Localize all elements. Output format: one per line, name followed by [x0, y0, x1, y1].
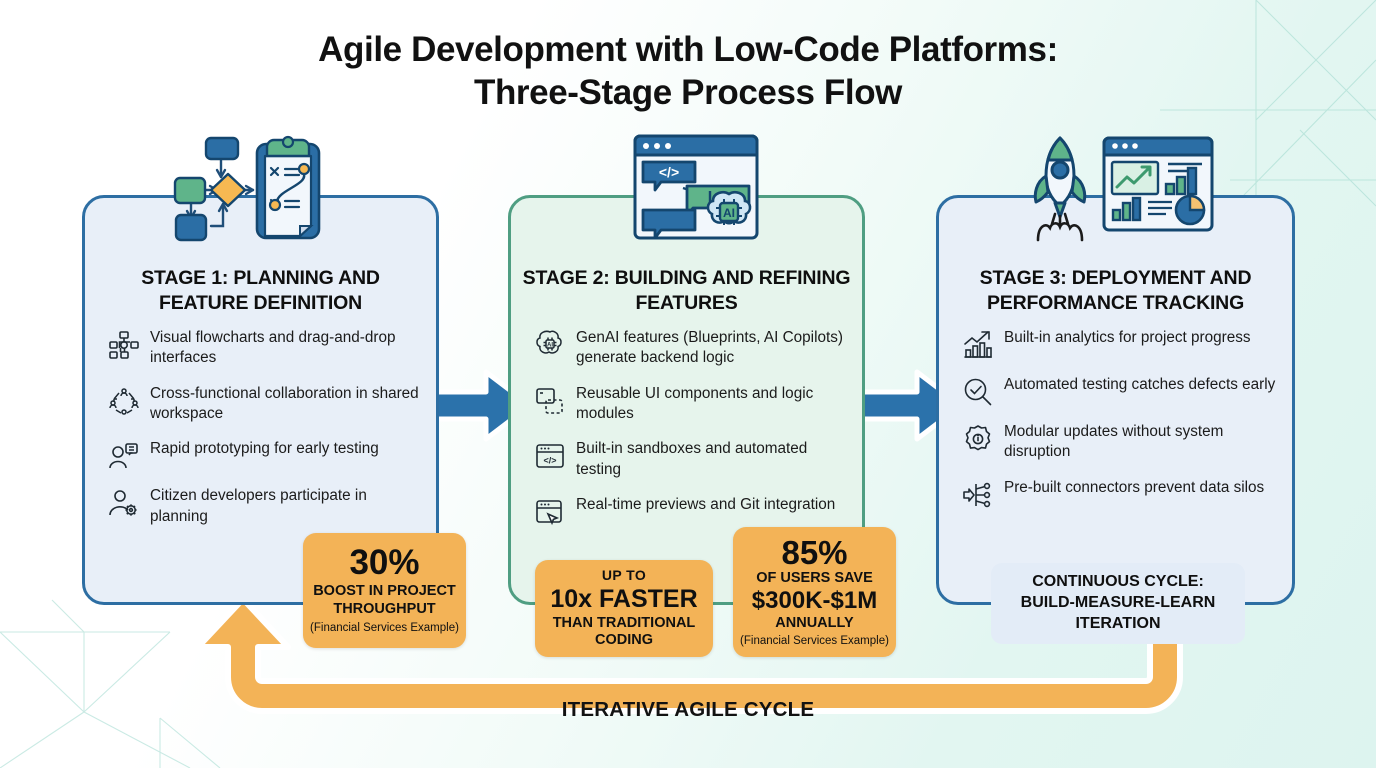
- list-item: Cross-functional collaboration in shared…: [109, 384, 420, 425]
- stat-period: ANNUALLY: [775, 614, 854, 631]
- stat-badge-throughput: 30% BOOST IN PROJECT THROUGHPUT (Financi…: [303, 533, 466, 648]
- code-window-ai-brain-icon: </> </> AI: [633, 134, 758, 240]
- list-item: AI GenAI features (Blueprints, AI Copilo…: [535, 328, 846, 369]
- list-item-label: Reusable UI components and logic modules: [576, 384, 814, 423]
- stage-1-panel[interactable]: STAGE 1: PLANNING AND FEATURE DEFINITION…: [82, 135, 439, 605]
- stat-badge-speed: UP TO 10x FASTER THAN TRADITIONAL CODING: [535, 560, 713, 657]
- org-chart-icon: [109, 331, 139, 359]
- preview-cursor-icon: [536, 500, 562, 526]
- stat-note: (Financial Services Example): [310, 621, 459, 634]
- analytics-chart-icon: [964, 331, 992, 358]
- list-item-label: Rapid prototyping for early testing: [150, 440, 379, 458]
- svg-text:</>: </>: [543, 456, 556, 466]
- stage-1-title: STAGE 1: PLANNING AND FEATURE DEFINITION: [141, 267, 380, 315]
- flowchart-clipboard-icon: [173, 135, 320, 242]
- stage-1-bullet-list: Visual flowcharts and drag-and-drop inte…: [109, 328, 420, 542]
- list-item-label: Automated testing catches defects early: [1004, 376, 1276, 393]
- collaboration-icon: [109, 387, 139, 415]
- stage-2-title: STAGE 2: BUILDING AND REFINING FEATURES: [522, 267, 851, 315]
- continuous-cycle-box: CONTINUOUS CYCLE: BUILD-MEASURE-LEARN IT…: [991, 563, 1245, 644]
- iterative-agile-cycle-arrow: [195, 596, 1183, 714]
- stage-2-panel[interactable]: </> </> AI STAGE 2: BUILDING AND REFININ…: [508, 134, 865, 605]
- page-title: Agile Development with Low-Code Platform…: [0, 28, 1376, 115]
- svg-text:AI: AI: [723, 206, 735, 220]
- list-item-label: Visual flowcharts and drag-and-drop inte…: [150, 329, 396, 367]
- stat-label: BOOST IN PROJECT THROUGHPUT: [313, 583, 456, 617]
- list-item: Modular updates without system disruptio…: [963, 422, 1276, 463]
- list-item: Automated testing catches defects early: [963, 375, 1276, 407]
- list-item: </> Built-in sandboxes and automated tes…: [535, 439, 846, 480]
- iterative-cycle-label: ITERATIVE AGILE CYCLE: [561, 698, 815, 721]
- list-item: Citizen developers participate in planni…: [109, 486, 420, 527]
- magnifier-check-icon: [964, 378, 992, 406]
- cycle-line-3: ITERATION: [1075, 614, 1161, 632]
- list-item-label: Pre-built connectors prevent data silos: [1004, 478, 1265, 496]
- list-item-label: GenAI features (Blueprints, AI Copilots)…: [576, 329, 843, 367]
- stat-value-amount: $300K-$1M: [751, 587, 878, 615]
- stat-label: THAN TRADITIONAL CODING: [552, 615, 696, 649]
- user-settings-icon: [109, 490, 137, 516]
- stat-value: 85%: [781, 533, 848, 571]
- list-item: Reusable UI components and logic modules: [535, 384, 846, 425]
- list-item: Pre-built connectors prevent data silos: [963, 478, 1276, 510]
- prototype-user-icon: [109, 443, 138, 469]
- list-item: Rapid prototyping for early testing: [109, 439, 420, 471]
- list-item: Visual flowcharts and drag-and-drop inte…: [109, 328, 420, 369]
- list-item-label: Built-in analytics for project progress: [1004, 329, 1251, 346]
- list-item-label: Cross-functional collaboration in shared…: [150, 384, 419, 423]
- list-item-label: Modular updates without system disruptio…: [1004, 423, 1224, 461]
- rocket-dashboard-icon: [1033, 136, 1213, 242]
- stage-2-bullet-list: AI GenAI features (Blueprints, AI Copilo…: [535, 328, 846, 542]
- stage-3-panel[interactable]: STAGE 3: DEPLOYMENT AND PERFORMANCE TRAC…: [936, 136, 1295, 605]
- cycle-line-1: CONTINUOUS CYCLE:: [1032, 573, 1204, 591]
- title-line-2: Three-Stage Process Flow: [473, 73, 903, 113]
- stat-badge-savings: 85% OF USERS SAVE $300K-$1M ANNUALLY (Fi…: [733, 527, 896, 657]
- stat-value: 30%: [349, 543, 420, 583]
- gear-info-icon: [965, 425, 991, 451]
- list-item-label: Citizen developers participate in planni…: [150, 487, 367, 525]
- connectors-icon: [963, 482, 991, 507]
- stat-note: (Financial Services Example): [740, 635, 889, 647]
- title-line-1: Agile Development with Low-Code Platform…: [318, 30, 1058, 69]
- reusable-blocks-icon: [536, 387, 563, 414]
- stage-3-bullet-list: Built-in analytics for project progress …: [963, 328, 1276, 525]
- code-browser-icon: </>: [536, 444, 564, 469]
- stat-label: OF USERS SAVE: [756, 569, 873, 586]
- cycle-line-2: BUILD-MEASURE-LEARN: [1020, 594, 1216, 612]
- list-item-label: Real-time previews and Git integration: [576, 496, 836, 514]
- list-item: Built-in analytics for project progress: [963, 328, 1276, 360]
- svg-text:AI: AI: [547, 343, 553, 349]
- stage-3-title: STAGE 3: DEPLOYMENT AND PERFORMANCE TRAC…: [979, 267, 1252, 315]
- list-item: Real-time previews and Git integration: [535, 495, 846, 527]
- stat-prefix: UP TO: [601, 566, 647, 583]
- list-item-label: Built-in sandboxes and automated testing: [576, 440, 808, 478]
- svg-text:</>: </>: [658, 164, 678, 180]
- stat-value: 10x FASTER: [550, 585, 698, 614]
- ai-chip-brain-icon: AI: [536, 330, 562, 354]
